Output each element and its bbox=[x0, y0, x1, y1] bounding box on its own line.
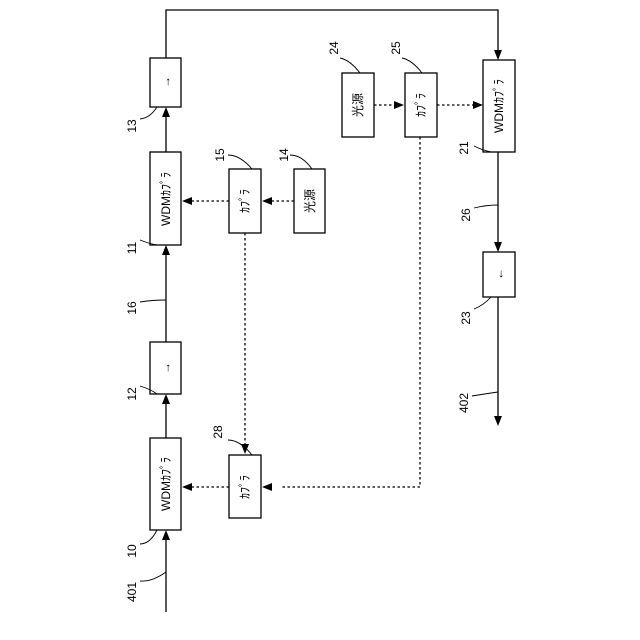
leader-401 bbox=[140, 572, 166, 581]
ref-21: 21 bbox=[457, 141, 471, 155]
arrowhead bbox=[162, 394, 170, 404]
isolator-12: → bbox=[150, 342, 181, 394]
ref-14: 14 bbox=[277, 148, 291, 162]
ref-12: 12 bbox=[125, 387, 139, 401]
ref-16: 16 bbox=[125, 301, 139, 315]
pump-light-paths bbox=[182, 101, 483, 491]
arrowhead bbox=[162, 530, 170, 540]
isolator-23-arrow: ← bbox=[492, 268, 506, 280]
light-source-14: 光源 bbox=[294, 169, 325, 233]
ref-26: 26 bbox=[459, 208, 473, 222]
leader-402 bbox=[472, 392, 498, 396]
isolator-13: → bbox=[150, 58, 181, 107]
ref-11: 11 bbox=[125, 241, 139, 254]
isolator-12-arrow: → bbox=[159, 362, 173, 374]
ref-401: 401 bbox=[125, 582, 139, 602]
leader-14 bbox=[290, 155, 312, 169]
arrowhead bbox=[394, 101, 404, 109]
coupler-28: ｶﾌﾟﾗ bbox=[229, 455, 261, 518]
light-source-24-label: 光源 bbox=[351, 93, 365, 117]
arrowhead bbox=[162, 107, 170, 117]
wdm-coupler-10: WDMｶﾌﾟﾗ bbox=[150, 438, 181, 530]
leader-23 bbox=[474, 297, 491, 309]
wdm-coupler-10-label: WDMｶﾌﾟﾗ bbox=[159, 457, 173, 511]
isolator-13-arrow: → bbox=[159, 76, 173, 88]
wdm-coupler-11: WDMｶﾌﾟﾗ bbox=[150, 152, 181, 245]
arrowhead bbox=[162, 245, 170, 255]
arrowhead bbox=[494, 416, 502, 426]
arrowhead bbox=[262, 483, 272, 491]
left-fiber-path bbox=[162, 10, 502, 612]
ref-28: 28 bbox=[211, 425, 225, 439]
arrowhead bbox=[182, 197, 192, 205]
arrowhead bbox=[494, 50, 502, 60]
arrowhead bbox=[262, 197, 272, 205]
leader-26 bbox=[474, 205, 498, 208]
leader-25 bbox=[402, 58, 422, 73]
leader-15 bbox=[228, 155, 252, 169]
ref-402: 402 bbox=[457, 393, 471, 413]
wdm-coupler-21-label: WDMｶﾌﾟﾗ bbox=[492, 79, 506, 133]
leader-10 bbox=[140, 530, 157, 544]
ref-10: 10 bbox=[125, 544, 139, 558]
ref-13: 13 bbox=[125, 119, 139, 133]
coupler-25-label: ｶﾌﾟﾗ bbox=[414, 93, 428, 117]
leader-16 bbox=[140, 300, 166, 302]
wdm-coupler-11-label: WDMｶﾌﾟﾗ bbox=[159, 172, 173, 226]
leader-13 bbox=[140, 107, 157, 119]
arrowhead bbox=[473, 101, 483, 109]
light-source-14-label: 光源 bbox=[303, 189, 317, 213]
leader-28 bbox=[228, 440, 252, 455]
light-source-24: 光源 bbox=[342, 73, 374, 137]
ref-25: 25 bbox=[389, 41, 403, 55]
isolator-23: ← bbox=[483, 252, 515, 297]
leader-24 bbox=[340, 58, 360, 73]
arrowhead bbox=[494, 242, 502, 252]
ref-24: 24 bbox=[327, 41, 341, 55]
arrowhead bbox=[182, 483, 192, 491]
coupler-15-label: ｶﾌﾟﾗ bbox=[238, 189, 252, 213]
wdm-coupler-21: WDMｶﾌﾟﾗ bbox=[483, 60, 515, 152]
ref-23: 23 bbox=[459, 311, 473, 325]
coupler-28-label: ｶﾌﾟﾗ bbox=[238, 475, 252, 499]
ref-15: 15 bbox=[213, 148, 227, 162]
coupler-25: ｶﾌﾟﾗ bbox=[405, 73, 437, 137]
coupler-15: ｶﾌﾟﾗ bbox=[229, 169, 261, 233]
